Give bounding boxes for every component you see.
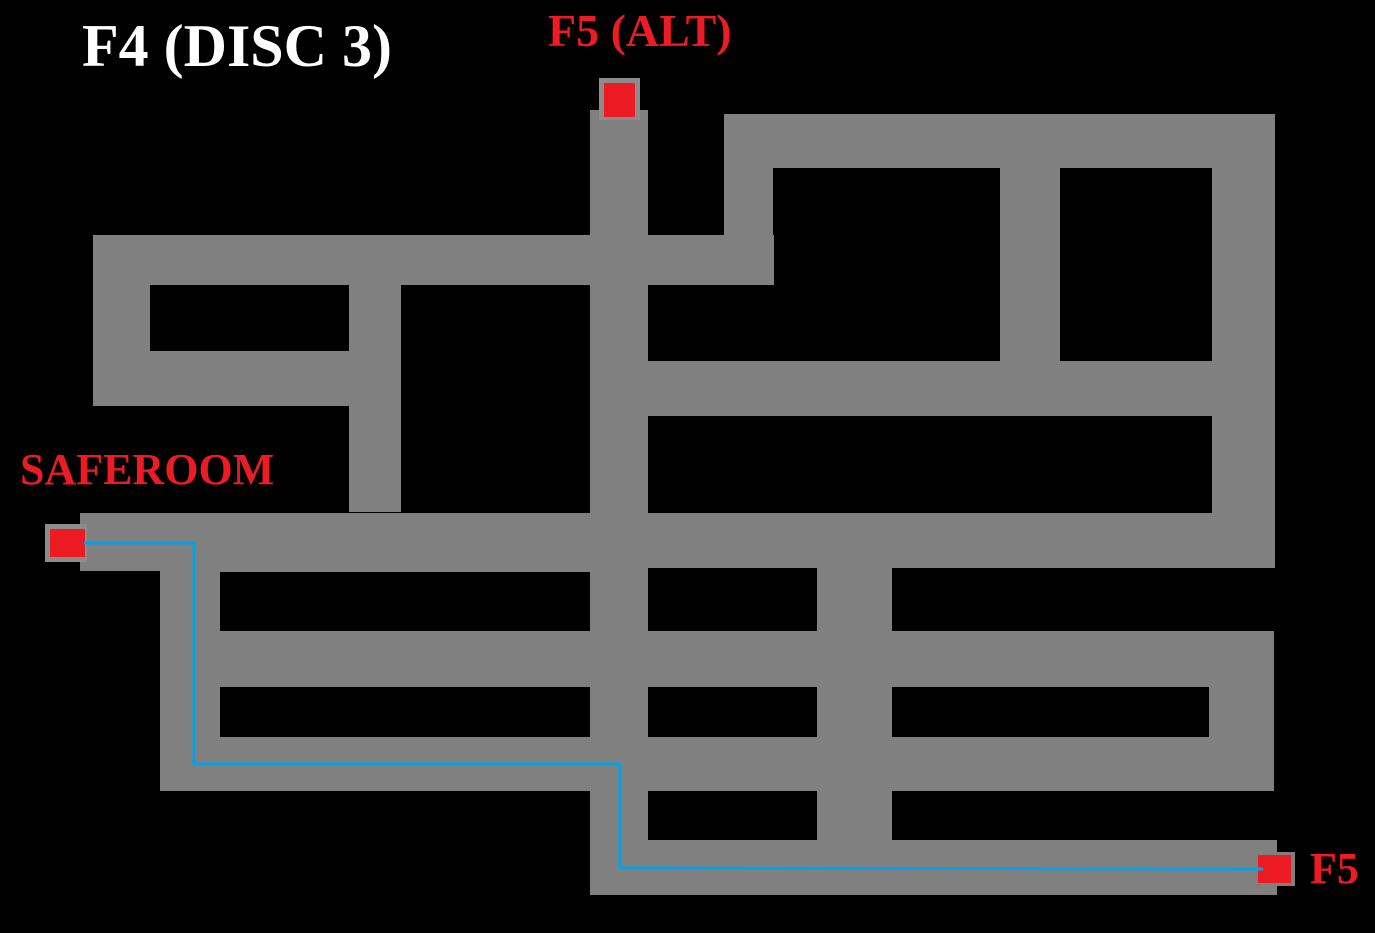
corridor xyxy=(349,285,401,512)
corridor xyxy=(1212,114,1275,568)
corridor xyxy=(220,568,590,572)
corridors xyxy=(80,110,1295,895)
markers xyxy=(45,78,1291,883)
corridor xyxy=(648,361,1275,416)
corridor xyxy=(93,235,774,285)
exit-alt-label: F5 (ALT) xyxy=(548,5,732,56)
exit-alt-marker xyxy=(599,78,640,120)
corridor xyxy=(1000,168,1060,361)
corridor-fill xyxy=(80,110,1295,895)
corridor xyxy=(160,631,1274,687)
map-title: F4 (DISC 3) xyxy=(82,13,392,79)
corridor xyxy=(817,568,892,840)
corridor xyxy=(80,513,1275,568)
exit-marker xyxy=(1258,855,1291,883)
saferoom-label: SAFEROOM xyxy=(20,445,274,494)
corridor xyxy=(724,114,1275,168)
route-line xyxy=(84,541,1264,871)
saferoom-marker xyxy=(45,524,87,562)
exit-label: F5 xyxy=(1310,844,1359,893)
corridor xyxy=(724,114,773,285)
